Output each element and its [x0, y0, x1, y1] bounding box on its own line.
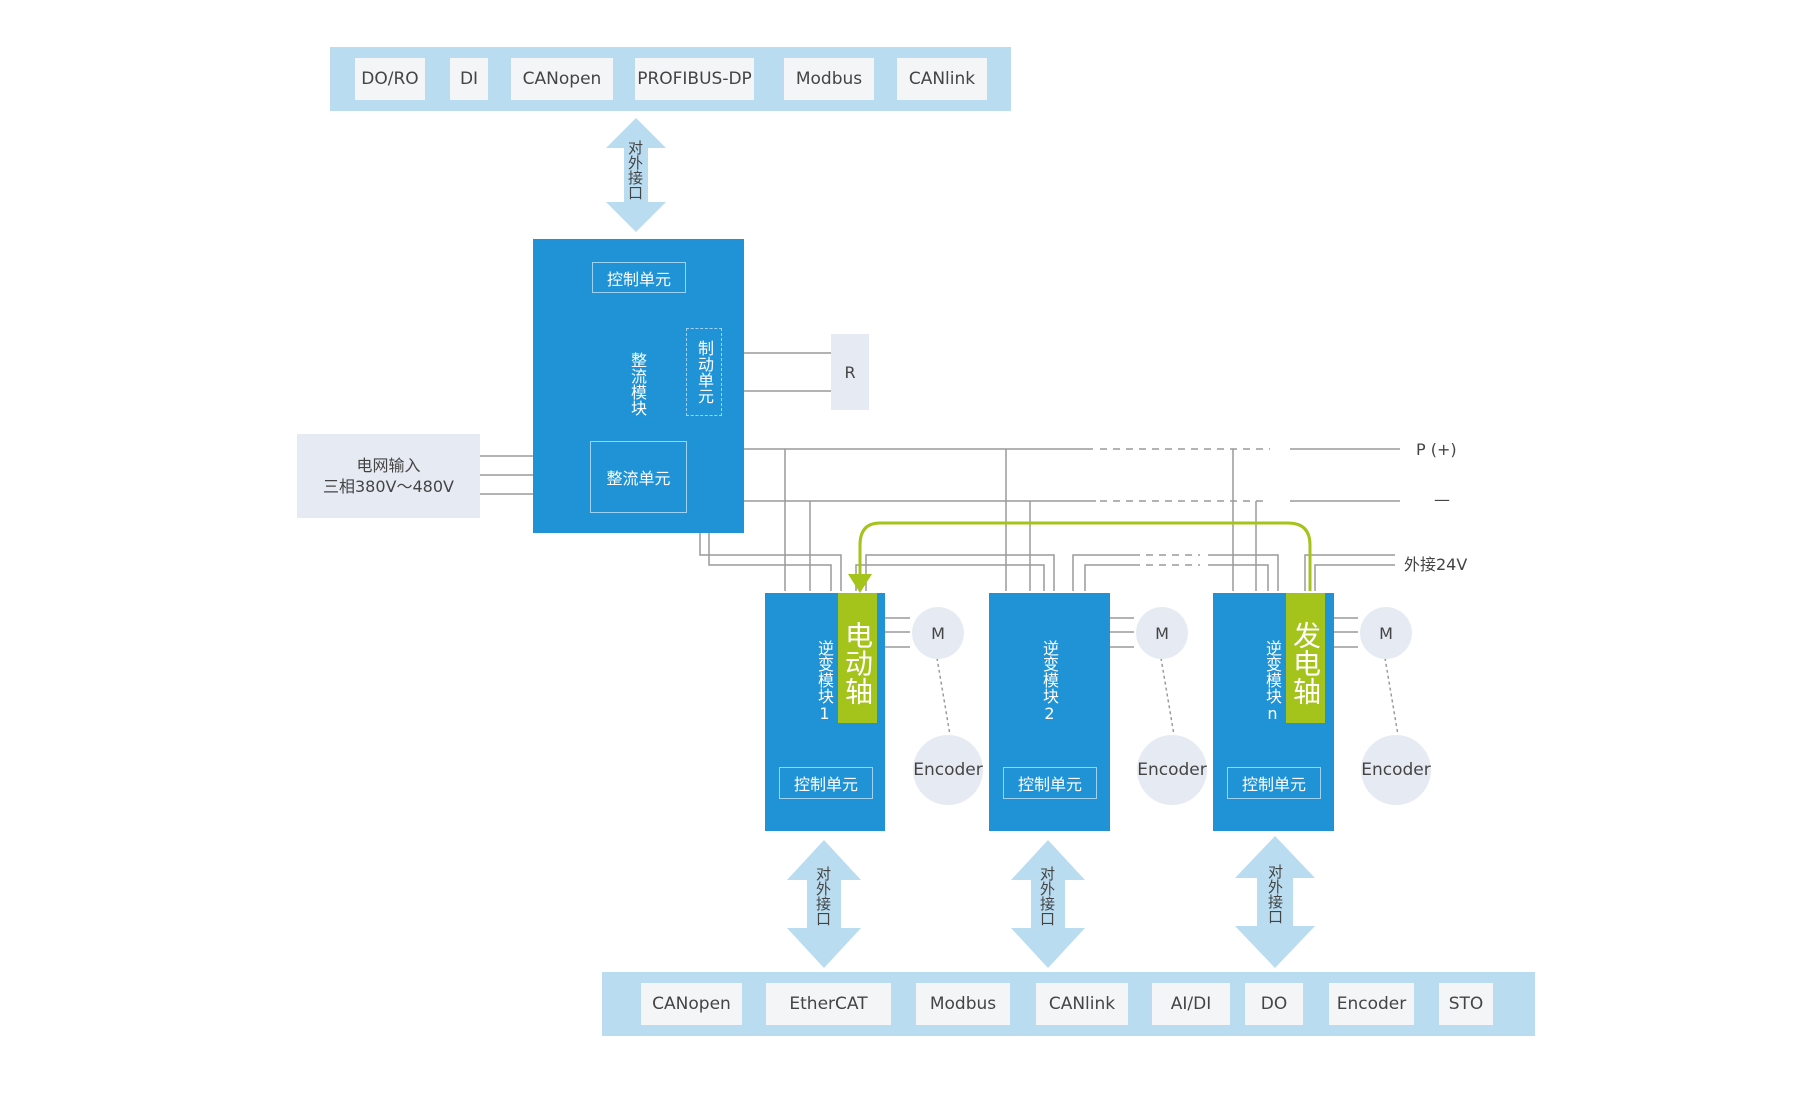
rectifier-module-label: 整流模块 — [628, 352, 647, 416]
brake-resistor: R — [831, 334, 869, 410]
inverter-1-interface-label: 对外接口 — [814, 866, 832, 926]
top-chip-do-ro: DO/RO — [355, 58, 425, 100]
inverter-2-label: 逆变模块2 — [1040, 640, 1059, 723]
inverter-n-control-unit: 控制单元 — [1227, 767, 1321, 799]
motoring-axis-badge: 电动轴 — [838, 593, 877, 723]
bus-label-negative: — — [1434, 490, 1450, 509]
rectifier-unit: 整流单元 — [590, 441, 687, 513]
top-interface-label: 对外接口 — [626, 140, 644, 200]
motor-2: M — [1136, 607, 1188, 659]
inverter-2-interface-label: 对外接口 — [1038, 866, 1056, 926]
bus-label-ext-24v: 外接24V — [1404, 555, 1468, 574]
bottom-chip-canlink: CANlink — [1036, 983, 1128, 1025]
regen-arrowhead — [848, 574, 872, 593]
encoder-n: Encoder — [1361, 735, 1431, 805]
bottom-chip-canopen: CANopen — [641, 983, 742, 1025]
motor-n: M — [1360, 607, 1412, 659]
inverter-n-interface-label: 对外接口 — [1266, 864, 1284, 924]
encoder-2: Encoder — [1137, 735, 1207, 805]
bottom-chip-do: DO — [1245, 983, 1303, 1025]
bottom-chip-ai-di: AI/DI — [1152, 983, 1230, 1025]
bottom-chip-modbus: Modbus — [916, 983, 1010, 1025]
top-chip-canopen: CANopen — [511, 58, 613, 100]
inverter-n-label: 逆变模块n — [1263, 640, 1282, 723]
regen-energy-path — [858, 521, 1312, 591]
grid-input-voltage: 三相380V～480V — [323, 477, 454, 496]
encoder-1: Encoder — [913, 735, 983, 805]
inverter-1-control-unit: 控制单元 — [779, 767, 873, 799]
bottom-chip-sto: STO — [1439, 983, 1493, 1025]
inverter-1-label: 逆变模块1 — [815, 640, 834, 723]
top-chip-modbus: Modbus — [784, 58, 874, 100]
top-chip-canlink: CANlink — [897, 58, 987, 100]
inverter-module-2 — [989, 593, 1110, 831]
inverter-2-interface-arrow — [1011, 840, 1085, 968]
rectifier-module — [533, 239, 744, 533]
top-chip-di: DI — [450, 58, 488, 100]
grid-input-title: 电网输入 — [356, 456, 421, 475]
bottom-chip-encoder: Encoder — [1329, 983, 1414, 1025]
bottom-chip-ethercat: EtherCAT — [766, 983, 891, 1025]
top-chip-profibus: PROFIBUS-DP — [635, 58, 754, 100]
grid-input: 电网输入 三相380V～480V — [297, 434, 480, 518]
brake-unit: 制动单元 — [686, 328, 722, 416]
bus-label-positive: P (+) — [1416, 440, 1457, 459]
top-interface-arrow — [606, 118, 666, 232]
rectifier-control-unit: 控制单元 — [592, 262, 686, 293]
motor-1: M — [912, 607, 964, 659]
inverter-1-interface-arrow — [787, 840, 861, 968]
inverter-n-interface-arrow — [1235, 836, 1315, 968]
inverter-2-control-unit: 控制单元 — [1003, 767, 1097, 799]
generating-axis-badge: 发电轴 — [1286, 593, 1325, 723]
